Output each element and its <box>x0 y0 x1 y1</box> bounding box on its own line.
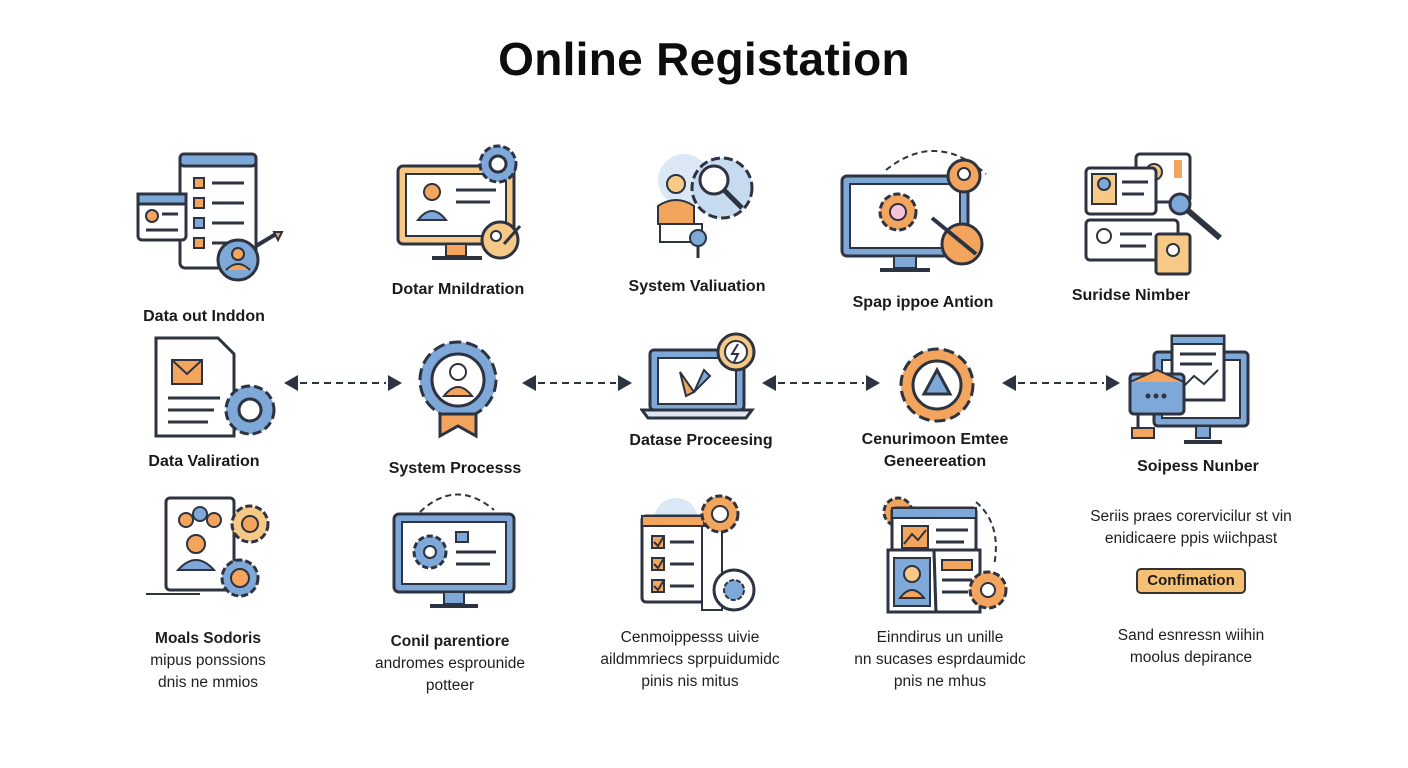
bidirectional-arrow <box>760 372 882 394</box>
description-line: mipus ponssions <box>150 652 266 669</box>
book-chart-gear-icon <box>876 494 1012 618</box>
description-line: nn sucases esprdaumidc <box>854 651 1026 668</box>
step-label-line1: Cenurimoon Emtee <box>861 431 1009 448</box>
page-title: Online Registation <box>498 33 910 85</box>
step-label: Datase Proceesing <box>629 432 773 449</box>
description-line: Seriis praes corervicilur st vin <box>1090 508 1292 525</box>
gear-triangle-icon <box>892 340 982 430</box>
step-label: Spap ippoe Antion <box>852 294 994 311</box>
id-cards-wrench-icon <box>1082 150 1232 280</box>
description-line: dnis ne mmios <box>158 674 258 691</box>
step-label: System Valiuation <box>628 278 766 295</box>
description-line: andromes esprounide <box>375 655 525 672</box>
confirmation-badge: Confimation <box>1136 568 1246 594</box>
monitor-gear-text-icon <box>390 488 520 616</box>
monitor-profile-gear-icon <box>392 140 537 270</box>
description-line: enidicaere ppis wiichpast <box>1104 530 1278 547</box>
monitor-documents-icon <box>1124 332 1254 448</box>
description-line: pnis ne mhus <box>893 673 987 690</box>
step-label: Suridse Nimber <box>1071 287 1191 304</box>
description-line: moolus depirance <box>1129 649 1253 666</box>
people-gears-icon <box>140 494 276 606</box>
step-label: System Processs <box>388 460 522 477</box>
step-description: Seriis praes corervicilur st vin enidica… <box>1066 506 1316 550</box>
step-label: Dotar Mnildration <box>391 281 525 298</box>
monitor-gear-tools-icon <box>836 146 1006 276</box>
description-line: pinis nis mitus <box>641 673 739 690</box>
step-description: Conil parentiore andromes esprounide pot… <box>350 631 550 697</box>
step-label: Data out Inddon <box>143 308 265 325</box>
checklist-gear-icon <box>636 486 766 614</box>
step-description: Cenmoippesss uivie aildmmriecs sprpuidum… <box>572 627 808 693</box>
user-gear-search-icon <box>644 140 764 270</box>
step-label: Soipess Nunber <box>1137 458 1259 475</box>
description-heading: Conil parentiore <box>390 633 510 650</box>
bidirectional-arrow <box>1000 372 1122 394</box>
step-description: Einndirus un unille nn sucases esprdaumi… <box>830 627 1050 693</box>
description-heading: Moals Sodoris <box>155 630 261 647</box>
bidirectional-arrow <box>282 372 404 394</box>
step-label-line2: Geneereation <box>883 453 987 470</box>
description-line: aildmmriecs sprpuidumidc <box>600 651 780 668</box>
form-checklist-icon <box>130 148 290 288</box>
step-label: Data Valiration <box>148 453 260 470</box>
step-description: Moals Sodoris mipus ponssions dnis ne mm… <box>108 628 308 694</box>
description-line: potteer <box>425 677 475 694</box>
bidirectional-arrow <box>520 372 634 394</box>
document-mail-gear-icon <box>148 334 288 444</box>
description-heading: Einndirus un unille <box>876 629 1004 646</box>
step-description: Sand esnressn wiihin moolus depirance <box>1066 625 1316 669</box>
gear-user-badge-icon <box>408 334 508 446</box>
description-heading: Cenmoippesss uivie <box>620 629 760 646</box>
description-line: Sand esnressn wiihin <box>1117 627 1265 644</box>
laptop-processing-icon <box>640 330 764 422</box>
